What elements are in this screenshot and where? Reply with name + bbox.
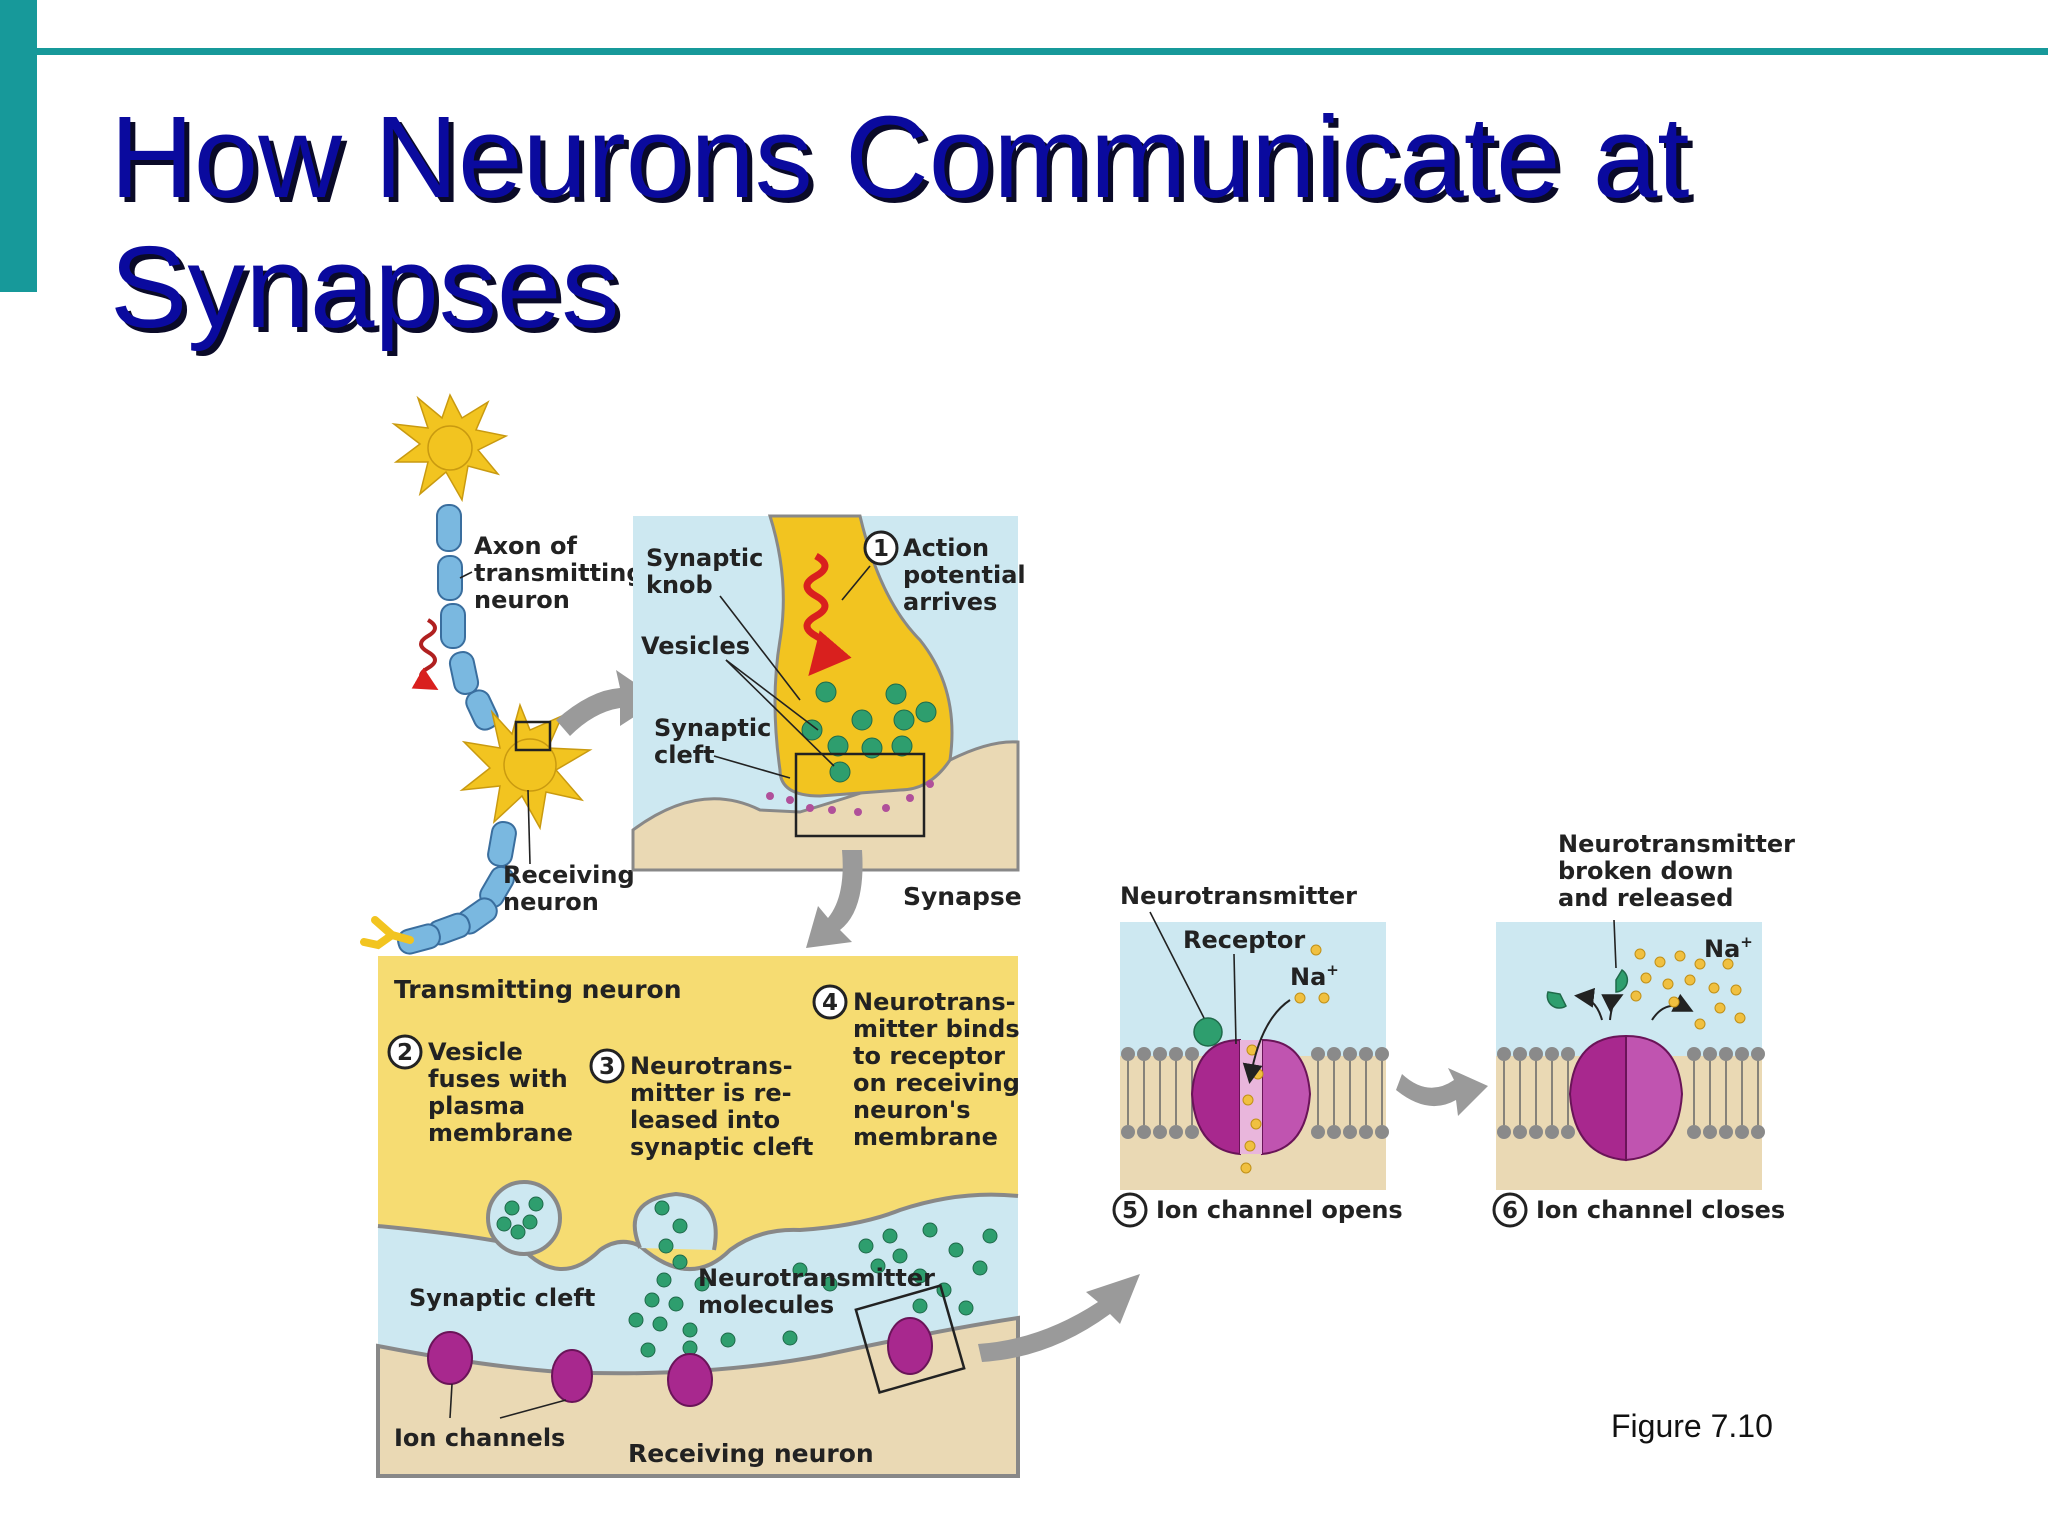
svg-text:3: 3	[599, 1054, 615, 1080]
synapse-label: Synapse	[903, 882, 1022, 911]
axon-leader	[459, 571, 473, 579]
step1-leader	[841, 565, 871, 601]
knob-leader	[719, 595, 801, 701]
detail-panel: Transmitting neuron 2 Vesicle fuses with…	[376, 956, 1028, 1478]
ion-channels-label: Ion channels	[394, 1424, 565, 1452]
step-3: 3 Neurotrans- mitter is re- leased into …	[589, 1048, 813, 1161]
neuron-illustration: Axon of transmitting neuron Receiving ne…	[360, 393, 660, 955]
vesicles-label: Vesicles	[641, 632, 750, 660]
action-potential-squiggle	[411, 618, 439, 690]
synapse-panel: Synaptic knob Vesicles Synaptic cleft 1 …	[631, 514, 1034, 911]
synaptic-knob-label: Synaptic knob	[646, 544, 772, 599]
vesicle-leader-1	[725, 659, 819, 731]
zoom-arrow-2	[806, 850, 863, 948]
step-4: 4 Neurotrans- mitter binds to receptor o…	[812, 984, 1028, 1151]
svg-text:Neurotrans- mitter is: Neurotrans- mitter is re- leased into sy…	[630, 1052, 813, 1161]
transition-arrow	[1396, 1068, 1488, 1116]
cleft-leader	[713, 755, 791, 779]
vesicles	[801, 681, 937, 783]
svg-text:Ion channel closes: Ion channel closes	[1536, 1196, 1785, 1224]
sodium-ions-closed	[1630, 948, 1746, 1030]
neurotransmitter-label: Neurotransmitter	[1120, 882, 1357, 910]
nt-broken-label: Neurotransmitter broken down and release…	[1558, 830, 1803, 912]
zoom-arrow-3	[978, 1274, 1140, 1362]
transmitting-cell-body	[391, 393, 509, 503]
ion-channel-open-panel: Neurotransmitter Receptor Na+ 5 Ion chan…	[1112, 882, 1403, 1228]
slide-title: How Neurons Communicate at Synapses	[110, 92, 1690, 352]
release-arrow-left	[1574, 987, 1603, 1021]
ion-channels	[427, 1317, 933, 1407]
neurotransmitter-molecules	[496, 1196, 998, 1358]
zoom-square-small	[514, 720, 552, 752]
nt-fragment-left	[1546, 991, 1567, 1009]
receiving-neuron-bottom-label: Receiving neuron	[628, 1439, 874, 1468]
figure-label: Figure 7.10	[1611, 1408, 1773, 1444]
svg-text:6: 6	[1502, 1198, 1518, 1224]
na-label-closed: Na+	[1704, 933, 1753, 963]
zoom-square-detail	[854, 1283, 966, 1395]
step-2: 2 Vesicle fuses with plasma membrane	[387, 1034, 576, 1147]
sodium-ions-open	[1240, 944, 1330, 1174]
ion-leader-2	[499, 1399, 567, 1419]
na-flow-arrow	[1242, 999, 1291, 1084]
vesicle-leader-2	[725, 659, 835, 767]
svg-text:1: 1	[873, 536, 889, 562]
action-potential-arrow	[803, 552, 852, 676]
ion-leader-1	[449, 1383, 453, 1419]
svg-text:Ion channel opens: Ion channel opens	[1156, 1196, 1403, 1224]
na-label-open: Na+	[1290, 961, 1339, 991]
receiving-cell-body	[459, 702, 593, 831]
svg-text:5: 5	[1122, 1198, 1138, 1224]
receptor-leader	[1233, 953, 1237, 1045]
release-arrow-right	[1601, 994, 1624, 1021]
svg-text:Vesicle fuses with: Vesicle fuses with plasma membrane	[428, 1038, 576, 1147]
synaptic-cleft-top-label: Synaptic cleft	[654, 714, 780, 769]
zoom-square-synapse	[794, 752, 926, 838]
ion-channel-closed-panel: Neurotransmitter broken down and release…	[1492, 830, 1803, 1228]
axon-label: Axon of transmitting neuron	[474, 532, 652, 614]
nt-leader	[1149, 911, 1205, 1019]
accent-bar-horizontal	[37, 48, 2048, 55]
step-6: 6 Ion channel closes	[1492, 1192, 1785, 1228]
svg-text:4: 4	[822, 990, 838, 1016]
step-1: 1 Action potential arrives	[863, 530, 1034, 616]
accent-bar-vertical	[0, 0, 37, 292]
transmitting-neuron-label: Transmitting neuron	[394, 975, 682, 1004]
step-5: 5 Ion channel opens	[1112, 1192, 1403, 1228]
nt-fragment-right	[1615, 968, 1629, 993]
bound-neurotransmitter	[1193, 1017, 1223, 1047]
synaptic-cleft-label: Synaptic cleft	[409, 1284, 595, 1312]
receptor-label: Receptor	[1183, 926, 1305, 954]
receiving-leader	[527, 789, 531, 865]
axon-segments	[397, 504, 517, 955]
svg-text:Neurotrans- mitter bin: Neurotrans- mitter binds to receptor on …	[853, 988, 1028, 1151]
na-out-arrow	[1651, 993, 1694, 1021]
broken-leader	[1613, 919, 1617, 969]
svg-text:Action potential: Action potential arrives	[903, 534, 1034, 616]
svg-text:2: 2	[397, 1040, 413, 1066]
axon-terminal	[360, 916, 414, 950]
nt-molecules-label: Neurotransmitter molecules	[698, 1264, 943, 1319]
receiving-neuron-label: Receiving neuron	[503, 861, 643, 916]
